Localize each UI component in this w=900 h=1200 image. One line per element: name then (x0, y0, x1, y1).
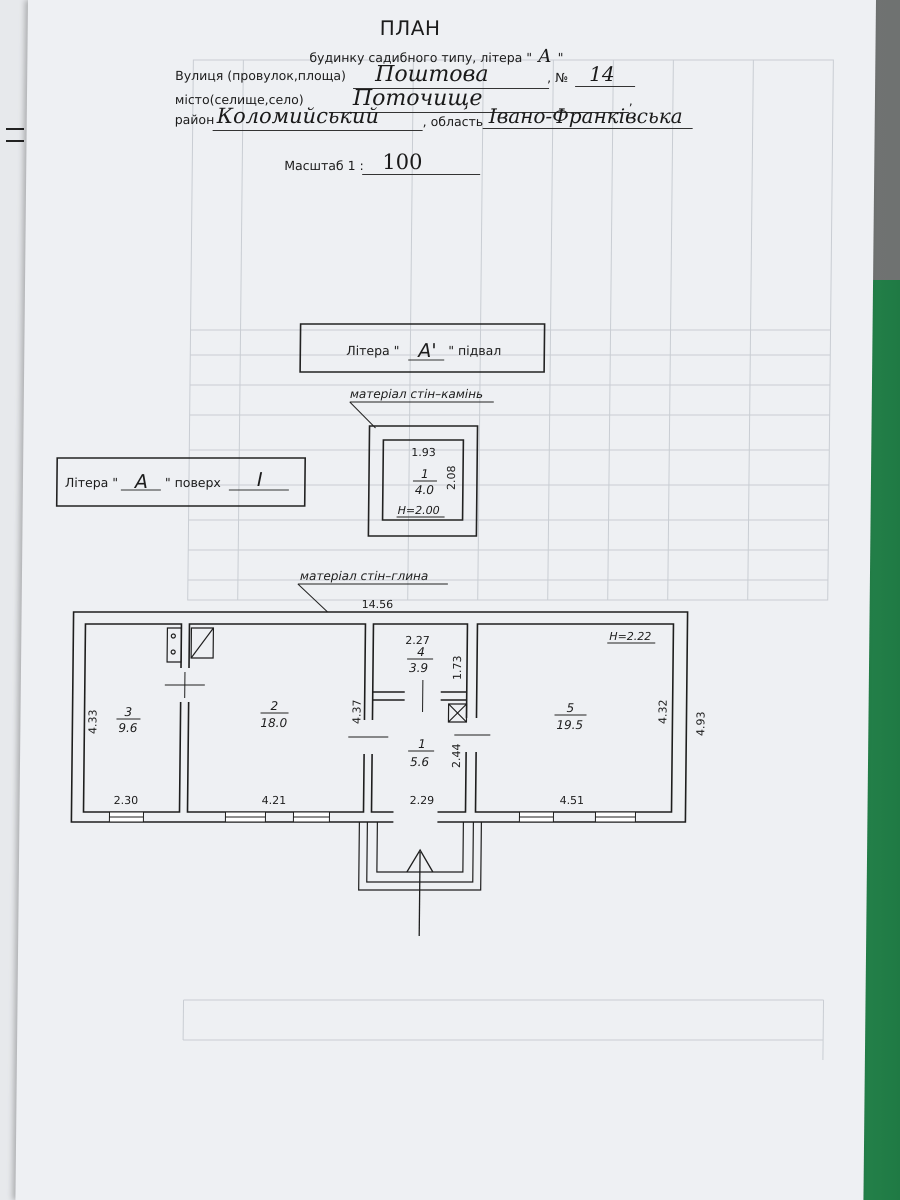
basement-outer-wall (367, 425, 479, 537)
room-4-number: 4 (417, 645, 425, 659)
room-2-side: 4.37 (350, 700, 363, 724)
floor-litera-box (55, 457, 307, 507)
room-2-number: 2 (271, 699, 279, 713)
stove-symbols (166, 627, 468, 723)
room-5-height: H=2.22 (609, 630, 651, 643)
basement-room-height: H=2.00 (398, 504, 440, 517)
floor-total-length: 14.56 (362, 598, 394, 611)
entrance-arrow (406, 848, 434, 936)
room-1-number: 1 (418, 737, 426, 751)
room-2-area: 18.0 (260, 716, 287, 730)
room-4-area: 3.9 (409, 661, 428, 675)
room-5-width: 4.51 (560, 794, 585, 807)
basement-box-prefix: Літера " (346, 343, 399, 358)
basement-room-width: 1.93 (411, 446, 436, 459)
basement-box-value: А' (416, 340, 436, 362)
room-4-width: 2.27 (405, 634, 430, 647)
floor-overall-depth: 4.93 (694, 712, 707, 736)
room-3-side: 4.33 (86, 710, 99, 734)
exterior-walls (70, 611, 689, 823)
room-5-number: 5 (567, 701, 575, 715)
floor-box-prefix: Літера " (65, 475, 118, 490)
room-4-side: 1.73 (451, 656, 464, 680)
basement-box-suffix: " підвал (448, 343, 501, 358)
floor-box-floor-value: I (257, 469, 263, 491)
room-5-side: 4.32 (656, 700, 669, 724)
basement-litera-box (299, 323, 546, 373)
basement-room-number: 1 (421, 467, 429, 481)
room-5-area: 19.5 (556, 718, 583, 732)
basement-room-side: 2.08 (445, 466, 458, 490)
door-marks (164, 672, 491, 738)
windows (108, 811, 637, 823)
basement-inner-wall (381, 439, 465, 521)
floor-plan-drawing: Літера " А' " підвал матеріал стін–камін… (55, 323, 708, 936)
basement-room-area: 4.0 (415, 483, 435, 497)
room-1-side: 2.44 (450, 744, 463, 768)
room-1-area: 5.6 (410, 755, 430, 769)
room-3-width: 2.30 (114, 794, 139, 807)
room-1-width: 2.29 (410, 794, 435, 807)
basement-material: матеріал стін–камінь (350, 387, 483, 401)
floor-box-suffix: " поверх (165, 475, 221, 490)
floor-material: матеріал стін–глина (300, 569, 428, 583)
plan-sheet: ПЛАН будинку садибного типу, літера "А" … (15, 0, 877, 1200)
room-2-width: 4.21 (262, 794, 287, 807)
room-3-area: 9.6 (118, 721, 138, 735)
room-3-number: 3 (124, 705, 132, 719)
floor-box-value: А (133, 471, 148, 493)
